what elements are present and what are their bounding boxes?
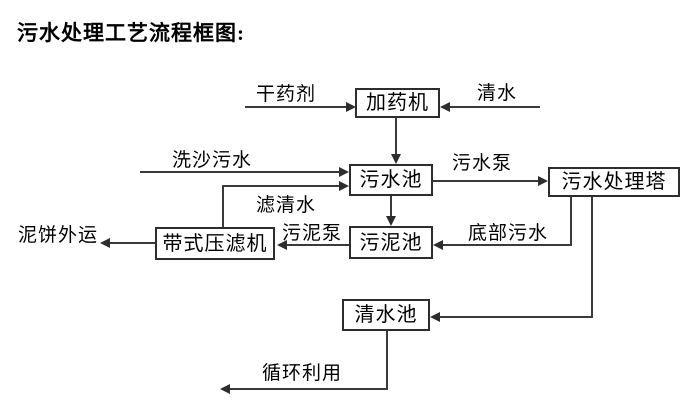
edge-clean-water-line: [447, 106, 540, 108]
edge-clean-water-arrowhead-icon: [440, 102, 450, 112]
edge-dosing-to-sewage-line: [395, 118, 397, 155]
edge-sewage-pump-line: [433, 180, 539, 182]
edge-dosing-to-sewage-arrowhead-icon: [391, 154, 401, 164]
edge-mud-cake-arrowhead-icon: [100, 238, 110, 248]
node-belt-filter-press: 带式压滤机: [155, 227, 275, 260]
edge-bottom-sewage-line: [441, 244, 572, 246]
node-clean-water-pool: 清水池: [342, 299, 430, 331]
edge-recycle-line: [229, 388, 388, 390]
label-recycle-use: 循环利用: [262, 363, 343, 384]
edge-tower-to-clean-vline: [591, 197, 593, 317]
label-sewage-pump: 污水泵: [452, 153, 513, 174]
edge-filtered-water-vline: [222, 186, 224, 227]
edge-sewage-to-sludge-arrowhead-icon: [386, 216, 396, 226]
edge-sand-washing-line: [140, 171, 340, 173]
label-sludge-pump: 污泥泵: [282, 223, 343, 244]
label-clean-water: 清水: [477, 83, 518, 104]
edge-filtered-water-line: [222, 185, 340, 187]
flowchart-title: 污水处理工艺流程框图:: [17, 21, 245, 45]
node-dosing-machine: 加药机: [355, 88, 440, 118]
label-sand-washing-sewage: 洗沙污水: [172, 150, 253, 171]
edge-sludge-pump-line: [286, 244, 349, 246]
label-filtered-water: 滤清水: [256, 195, 317, 216]
node-sewage-pool: 污水池: [349, 164, 433, 196]
edge-tower-to-clean-arrowhead-icon: [430, 312, 440, 322]
label-bottom-sewage: 底部污水: [468, 223, 549, 244]
edge-recycle-arrowhead-icon: [220, 384, 230, 394]
node-sewage-treatment-tower: 污水处理塔: [548, 167, 680, 197]
edge-tower-to-clean-line: [439, 316, 593, 318]
label-mud-cake-out: 泥饼外运: [18, 225, 99, 246]
edge-bottom-sewage-arrowhead-icon: [433, 240, 443, 250]
edge-sand-washing-arrowhead-icon: [339, 167, 349, 177]
edge-sludge-pump-arrowhead-icon: [277, 240, 287, 250]
label-dry-chemical: 干药剂: [256, 84, 317, 105]
edge-sewage-pump-arrowhead-icon: [538, 176, 548, 186]
node-sludge-pool: 污泥池: [349, 226, 433, 259]
edge-dry-chemical-line: [245, 106, 346, 108]
edge-filtered-water-arrowhead-icon: [339, 181, 349, 191]
edge-bottom-sewage-vline: [570, 197, 572, 245]
edge-dry-chemical-arrowhead-icon: [346, 102, 356, 112]
edge-sewage-to-sludge-line: [390, 196, 392, 217]
edge-mud-cake-line: [109, 242, 155, 244]
edge-recycle-vline: [386, 331, 388, 389]
